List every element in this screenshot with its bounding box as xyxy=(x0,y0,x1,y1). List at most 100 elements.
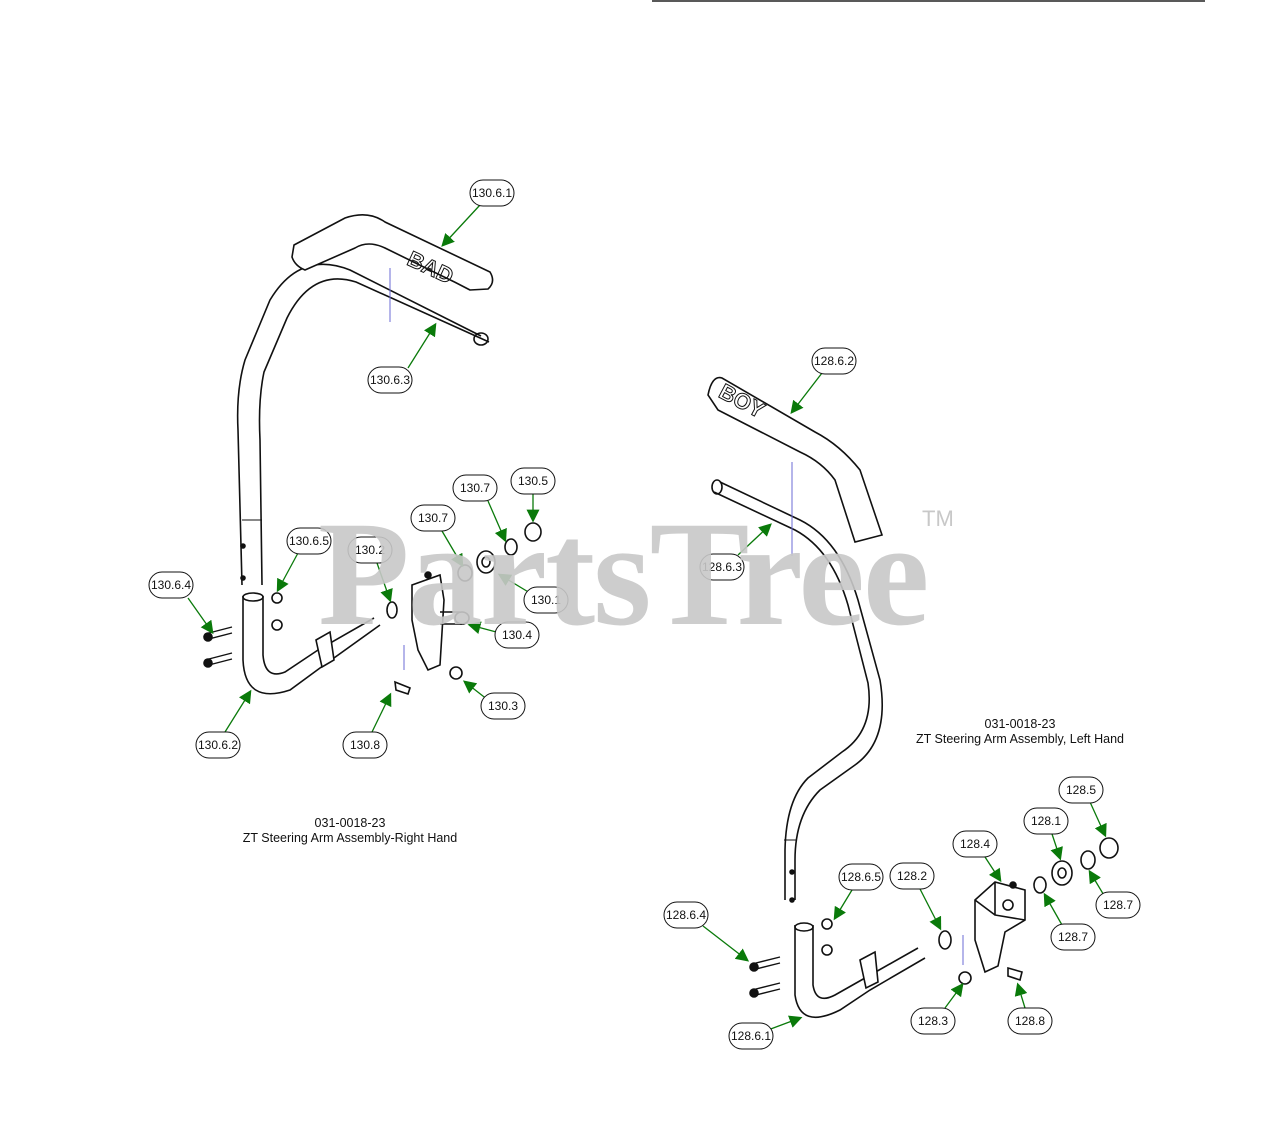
rh-grip xyxy=(291,214,494,291)
lh-callout: 128.6.3 xyxy=(699,523,772,581)
lh-bushing-128-1 xyxy=(1051,860,1073,886)
rh-callout-arrow xyxy=(487,500,507,543)
lh-callout: 128.3 xyxy=(910,982,964,1035)
rh-title: ZT Steering Arm Assembly-Right Hand xyxy=(242,831,458,845)
rh-callout-arrow xyxy=(376,562,393,603)
left-hand-assembly: BOY xyxy=(707,376,1119,1019)
lh-steering-tube xyxy=(713,481,883,900)
lh-callout-bubble xyxy=(1050,923,1096,951)
lh-callout-label: 128.7 xyxy=(1058,930,1088,944)
rh-callout-arrow xyxy=(371,692,392,733)
lh-callout: 128.6.1 xyxy=(728,1015,803,1050)
lh-callout: 128.6.2 xyxy=(790,347,857,415)
rh-callout-bubble xyxy=(510,467,556,495)
rh-steering-tube xyxy=(236,263,490,586)
rh-callout-bubble xyxy=(148,571,194,599)
rh-callout-label: 130.6.5 xyxy=(289,534,329,548)
lh-callout: 128.4 xyxy=(952,830,1002,883)
lh-callout-label: 128.5 xyxy=(1066,783,1096,797)
rh-caption: 031-0018-23 ZT Steering Arm Assembly-Rig… xyxy=(200,816,500,846)
lh-callout-label: 128.6.2 xyxy=(814,354,854,368)
rh-callout: 130.6.2 xyxy=(195,689,252,759)
rh-callout-bubble xyxy=(452,474,498,502)
lh-callout-arrow xyxy=(984,856,1002,883)
rh-callout: 130.4 xyxy=(467,621,540,649)
lh-callout: 128.2 xyxy=(889,862,942,931)
rh-callouts: 130.6.1 130.6.3 130.6.5 130.6.4 130.2 130.7 13… xyxy=(148,179,569,759)
rh-callout: 130.6.1 xyxy=(441,179,515,247)
lh-callout-label: 128.8 xyxy=(1015,1014,1045,1028)
lh-callout-bubble xyxy=(838,863,884,891)
rh-bushing-130-1 xyxy=(476,550,496,574)
lh-callout-arrow xyxy=(1043,892,1063,926)
rh-callout-label: 130.7 xyxy=(460,481,490,495)
rh-callout-label: 130.6.3 xyxy=(370,373,410,387)
rh-lower-tube xyxy=(242,596,381,695)
lh-callout-label: 128.6.5 xyxy=(841,870,881,884)
lh-callout-bubble xyxy=(728,1022,774,1050)
lh-callout-label: 128.2 xyxy=(897,869,927,883)
rh-callout-bubble xyxy=(494,621,540,649)
lh-lower-tube xyxy=(794,925,926,1019)
lh-callout-arrow xyxy=(767,1015,803,1031)
rh-pin-130-8 xyxy=(394,680,411,696)
rh-callout: 130.6.3 xyxy=(367,322,437,394)
rh-callout-arrow xyxy=(224,689,252,733)
rh-nut-1 xyxy=(271,592,283,604)
lh-callout-arrow xyxy=(790,372,823,415)
rh-callout-arrow xyxy=(276,552,299,593)
lh-callout-arrow xyxy=(944,982,964,1009)
lh-callout-arrow xyxy=(702,925,750,962)
rh-callout-bubble xyxy=(347,536,393,564)
lh-pivot-bracket xyxy=(974,881,1026,974)
lh-callout: 128.7 xyxy=(1043,892,1096,951)
lh-callout-arrow xyxy=(1088,869,1106,898)
lh-callout-arrow xyxy=(833,889,853,921)
rh-callout-arrow xyxy=(187,597,214,635)
rh-callout-label: 130.1 xyxy=(531,593,561,607)
watermark: PartsTree xyxy=(318,491,929,657)
lh-nut-2 xyxy=(821,944,833,956)
rh-callout: 130.2 xyxy=(347,536,393,603)
lh-washer-128-7b xyxy=(1080,850,1096,870)
rh-callout-bubble xyxy=(523,586,569,614)
lh-callout-label: 128.4 xyxy=(960,837,990,851)
lh-part-number: 031-0018-23 xyxy=(984,717,1056,731)
lh-callout-arrow xyxy=(919,888,942,931)
lh-callout-bubble xyxy=(1095,891,1141,919)
rh-callout-bubble xyxy=(286,527,332,555)
rh-tube-end xyxy=(473,332,489,346)
rh-callout-bubble xyxy=(469,179,515,207)
lh-washer-128-7 xyxy=(1033,876,1047,894)
lh-callout-bubble xyxy=(699,553,745,581)
lh-callout: 128.5 xyxy=(1058,776,1107,838)
lh-callout-bubble xyxy=(952,830,998,858)
lh-callout-bubble xyxy=(1007,1007,1053,1035)
lh-callout-bubble xyxy=(910,1007,956,1035)
rh-callout-bubble xyxy=(480,692,526,720)
rh-washer-130-7b xyxy=(504,538,518,556)
lh-callout-label: 128.6.1 xyxy=(731,1029,771,1043)
lh-washer-128-2 xyxy=(938,930,952,950)
rh-callout: 130.6.5 xyxy=(276,527,332,593)
rh-washer-130-7 xyxy=(457,564,473,582)
lh-callout-arrow xyxy=(1050,833,1063,861)
lh-nut-128-5 xyxy=(1099,837,1119,859)
lh-nut-1 xyxy=(821,918,833,930)
rh-callout-label: 130.7 xyxy=(418,511,448,525)
lh-callout-arrow xyxy=(1089,801,1107,838)
lh-callout-label: 128.1 xyxy=(1031,814,1061,828)
rh-part-number: 031-0018-23 xyxy=(314,816,386,830)
rh-callout-label: 130.5 xyxy=(518,474,548,488)
lh-callout-arrow xyxy=(737,523,772,556)
rh-callout-arrow xyxy=(441,204,481,247)
rh-callout-label: 130.4 xyxy=(502,628,532,642)
rh-callout: 130.6.4 xyxy=(148,571,214,635)
lh-nut-128-3 xyxy=(958,971,972,985)
rh-callout-label: 130.6.4 xyxy=(151,578,191,592)
rh-callout-bubble xyxy=(195,731,241,759)
lh-title: ZT Steering Arm Assembly, Left Hand xyxy=(916,732,1124,746)
lh-callout-label: 128.3 xyxy=(918,1014,948,1028)
rh-pivot-bracket xyxy=(411,573,445,672)
